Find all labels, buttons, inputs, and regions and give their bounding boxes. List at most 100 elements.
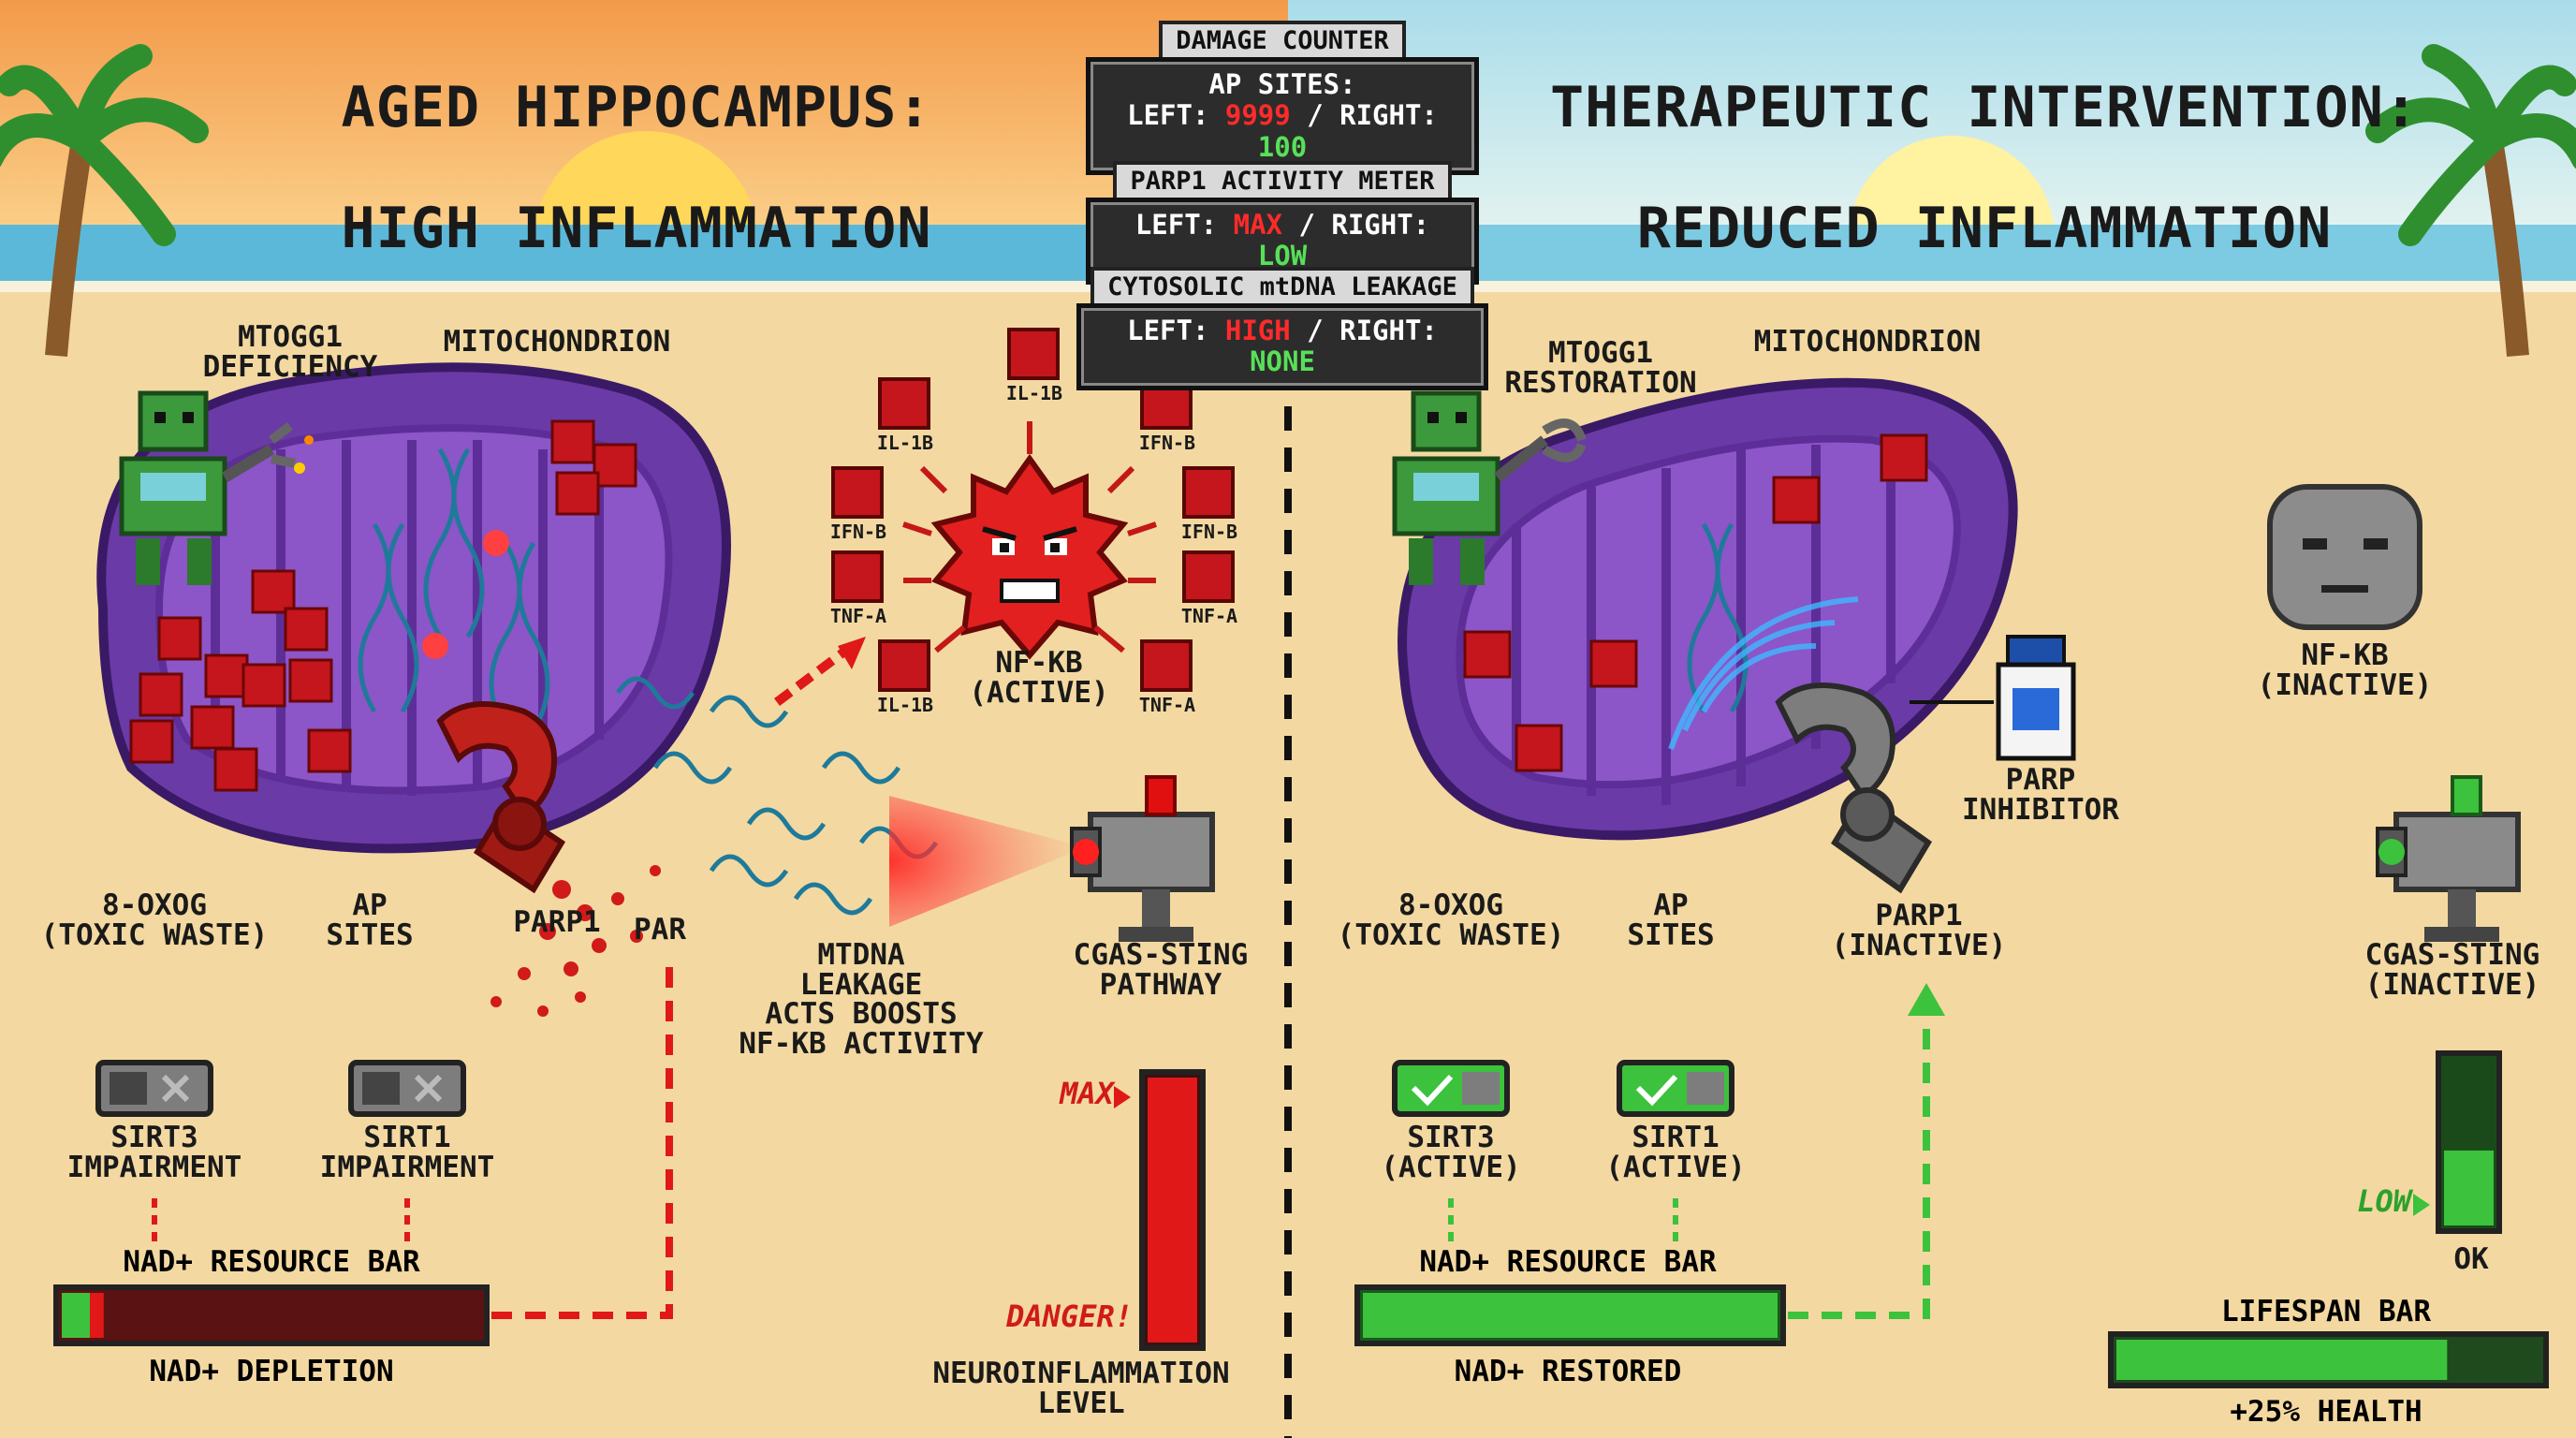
meter-ok-label: OK	[2453, 1242, 2489, 1276]
oxog-label-left: 8-oxoG (TOXIC WASTE)	[40, 888, 269, 952]
meter-low-label: LOW	[2357, 1183, 2411, 1219]
lifespan-fill	[2116, 1340, 2448, 1380]
palm-tree-left	[0, 44, 209, 357]
nad-depletion-caption: NAD+ DEPLETION	[149, 1355, 394, 1388]
nfkb-inactive-face	[2267, 484, 2422, 630]
cgas-sting-camera-inactive	[2376, 775, 2521, 942]
mtdna-leakage-title: CYTOSOLIC mtDNA LEAKAGE	[1090, 267, 1474, 303]
nfkb-inactive-label: NF-κB (INACTIVE)	[2257, 638, 2433, 702]
depletion-link	[491, 964, 673, 1319]
mtdna-leakage-panel: CYTOSOLIC mtDNA LEAKAGE LEFT: HIGH / RIG…	[1076, 267, 1488, 390]
cytokine-label: TNF-α	[829, 605, 887, 627]
left-title-line1: AGED HIPPOCAMPUS:	[341, 74, 932, 140]
mitochondrion-label-right: MITOCHONDRION	[1753, 325, 1982, 359]
damage-right-prefix: / RIGHT:	[1290, 99, 1438, 132]
inflammation-meter-right	[2413, 1050, 2502, 1234]
left-title-line2: HIGH INFLAMMATION	[341, 196, 932, 262]
right-title-line1: THERAPEUTIC INTERVENTION:	[1549, 74, 2420, 140]
sirt1-impairment-label: SIRT1 IMPAIRMENT	[319, 1121, 495, 1184]
damage-counter-line2: LEFT: 9999 / RIGHT: 100	[1107, 100, 1457, 163]
cytokine-label: IFN-β	[1138, 432, 1196, 454]
nad-restored-caption: NAD+ RESTORED	[1454, 1355, 1682, 1388]
mtdna-leakage-readout: LEFT: HIGH / RIGHT: NONE	[1076, 303, 1488, 390]
damage-counter-line1: AP SITES:	[1208, 68, 1356, 100]
lifespan-bar	[2108, 1331, 2549, 1388]
sirt1-active-label: SIRT1 (ACTIVE)	[1605, 1121, 1746, 1184]
mitochondrion-label-left: MITOCHONDRION	[443, 325, 671, 359]
par-chain-dots	[490, 865, 661, 1017]
right-title: THERAPEUTIC INTERVENTION: REDUCED INFLAM…	[1488, 17, 2481, 259]
neuroinflammation-meter	[1114, 1069, 1206, 1351]
par-label: PAR	[634, 913, 686, 946]
palm-tree-right	[2365, 44, 2576, 357]
parp-left-value: MAX	[1233, 209, 1282, 241]
mtogg1-robot-broken	[119, 390, 314, 585]
leakage-arrowhead	[838, 637, 866, 669]
oxog-label-right: 8-oxoG (TOXIC WASTE)	[1337, 888, 1565, 952]
meter-danger-label: DANGER!	[1006, 1299, 1133, 1334]
parp1-activity-title: PARP1 ACTIVITY METER	[1113, 161, 1452, 198]
mtdna-leakage-label: mtDNA LEAKAGE ACTS BOOSTS NF-κB ACTIVITY	[739, 938, 984, 1061]
cytokine-label: IFN-β	[829, 521, 887, 543]
damage-counter-panel: DAMAGE COUNTER AP SITES: LEFT: 9999 / RI…	[1086, 21, 1479, 176]
sirt3-switch-on	[1392, 1060, 1510, 1117]
mtogg1-robot-restored	[1392, 390, 1587, 585]
neuroinflammation-caption: NEUROINFLAMMATION LEVEL	[932, 1357, 1230, 1420]
lifespan-bar-title: LIFESPAN BAR	[2221, 1295, 2431, 1328]
cytokine-cubes	[831, 328, 1235, 692]
parp-right-prefix: / RIGHT:	[1282, 209, 1430, 241]
parp-inhibitor-label: PARP INHIBITOR	[1962, 763, 2119, 827]
inhibitor-field	[1668, 596, 1859, 751]
nad-bar-fill-right	[1363, 1293, 1778, 1338]
mtdna-right-prefix: / RIGHT:	[1290, 315, 1438, 346]
cytokine-arrows	[902, 421, 1157, 653]
inflammation-fill	[1148, 1078, 1197, 1343]
damage-left-value: 9999	[1224, 99, 1291, 132]
nad-bar-title-right: NAD+ RESOURCE BAR	[1419, 1245, 1717, 1279]
cgas-sting-label: cGAS-STING PATHWAY	[1073, 938, 1249, 1002]
sirt1-switch-off	[348, 1060, 466, 1117]
cgas-sting-camera-active	[889, 775, 1215, 942]
cytokine-label: IL-1β	[876, 432, 934, 454]
mtdna-right-value: NONE	[1250, 345, 1315, 378]
sea-left	[0, 225, 1288, 290]
cytokine-label: IFN-β	[1180, 521, 1238, 543]
mtdna-left-prefix: LEFT:	[1127, 315, 1225, 346]
sirt3-impairment-label: SIRT3 IMPAIRMENT	[66, 1121, 242, 1184]
restoration-arrowhead	[1908, 983, 1945, 1016]
cytokine-label: TNF-α	[1138, 694, 1196, 716]
damage-counter-title: DAMAGE COUNTER	[1159, 21, 1406, 57]
sea-right	[1288, 225, 2576, 290]
cytokine-label: TNF-α	[1180, 605, 1238, 627]
cytokine-label: IL-1β	[876, 694, 934, 716]
parp1-claw-inactive	[1775, 682, 1932, 894]
sirt3-active-label: SIRT3 (ACTIVE)	[1381, 1121, 1521, 1184]
nad-bar-title-left: NAD+ RESOURCE BAR	[123, 1245, 420, 1279]
parp1-label-left: PARP1	[513, 905, 601, 939]
cytokine-label: IL-1β	[1005, 382, 1063, 404]
ap-sites-label-right: AP SITES	[1627, 888, 1715, 952]
leakage-arrow	[774, 642, 855, 706]
sirt1-switch-on	[1617, 1060, 1734, 1117]
parp1-claw-active	[436, 701, 566, 894]
nfkb-active-label: NF-κB (ACTIVE)	[969, 646, 1109, 710]
parp-inhibitor-bottle	[1910, 635, 2076, 761]
left-title: AGED HIPPOCAMPUS: HIGH INFLAMMATION	[281, 17, 992, 259]
right-title-line2: REDUCED INFLAMMATION	[1636, 196, 2333, 262]
leaking-mtdna-fragments	[615, 676, 939, 916]
cgas-sting-inactive-label: cGAS-STING (INACTIVE)	[2364, 938, 2540, 1002]
sirt3-switch-off	[95, 1060, 213, 1117]
nfkb-active-monster	[930, 453, 1129, 660]
mtdna-left-value: HIGH	[1224, 315, 1291, 346]
toxic-waste-cubes-right	[1463, 433, 1928, 772]
parp1-activity-panel: PARP1 ACTIVITY METER LEFT: MAX / RIGHT: …	[1086, 161, 1479, 285]
damage-right-value: 100	[1257, 130, 1308, 163]
damage-counter-readout: AP SITES: LEFT: 9999 / RIGHT: 100	[1086, 57, 1479, 176]
restoration-link	[1788, 1011, 1930, 1319]
mtogg1-deficiency-label: mtOGG1 DEFICIENCY	[202, 320, 378, 384]
nad-resource-bar-left	[53, 1284, 490, 1346]
damage-spark	[483, 530, 509, 556]
damage-spark	[422, 633, 448, 659]
